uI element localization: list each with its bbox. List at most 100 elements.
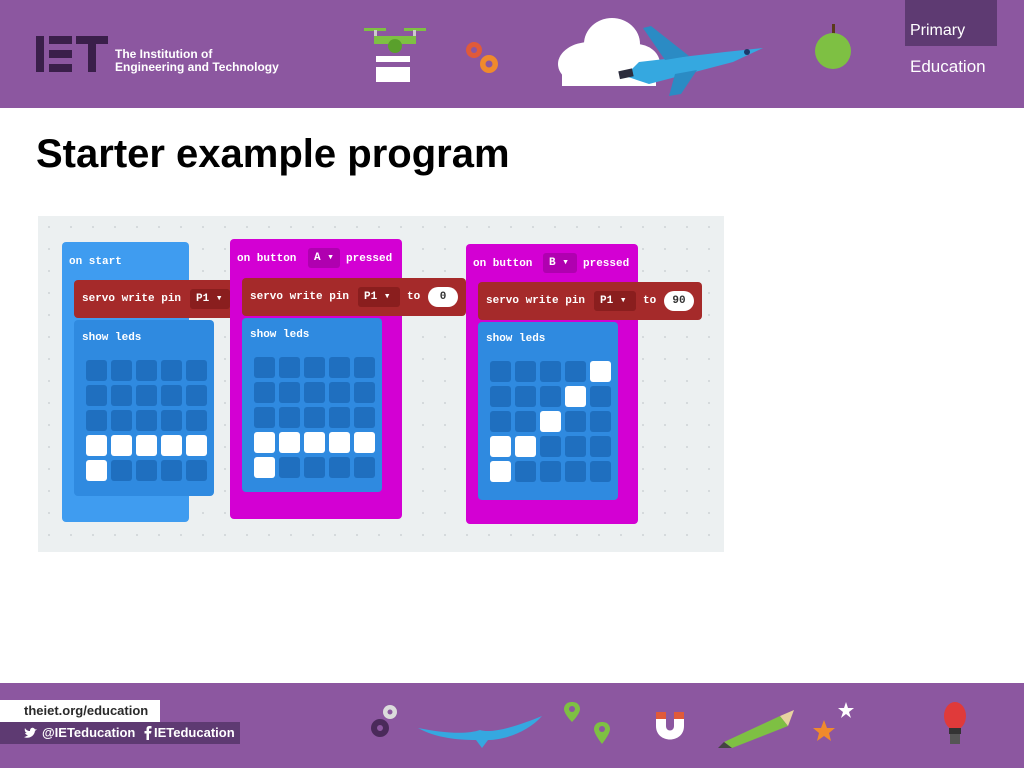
facebook-handle[interactable]: IETeducation (154, 725, 235, 740)
led-off[interactable] (540, 386, 561, 407)
led-off[interactable] (515, 411, 536, 432)
led-off[interactable] (254, 407, 275, 428)
led-grid[interactable] (490, 361, 611, 482)
led-on[interactable] (86, 435, 107, 456)
led-on[interactable] (565, 386, 586, 407)
led-off[interactable] (304, 382, 325, 403)
led-off[interactable] (254, 357, 275, 378)
led-off[interactable] (279, 457, 300, 478)
led-off[interactable] (329, 457, 350, 478)
led-off[interactable] (136, 460, 157, 481)
led-on[interactable] (490, 436, 511, 457)
led-on[interactable] (254, 432, 275, 453)
led-off[interactable] (111, 360, 132, 381)
led-grid[interactable] (86, 360, 207, 481)
led-off[interactable] (354, 357, 375, 378)
led-off[interactable] (136, 385, 157, 406)
pin-dropdown[interactable]: P1 ▾ (358, 287, 400, 307)
led-off[interactable] (86, 410, 107, 431)
led-off[interactable] (136, 410, 157, 431)
led-off[interactable] (540, 461, 561, 482)
led-off[interactable] (161, 360, 182, 381)
led-on[interactable] (136, 435, 157, 456)
led-off[interactable] (515, 461, 536, 482)
led-off[interactable] (329, 382, 350, 403)
primary-label-box (905, 0, 997, 46)
led-grid[interactable] (254, 357, 375, 478)
led-off[interactable] (354, 457, 375, 478)
led-off[interactable] (490, 411, 511, 432)
led-off[interactable] (565, 436, 586, 457)
button-a-dropdown[interactable]: A ▾ (308, 248, 340, 268)
led-off[interactable] (515, 386, 536, 407)
led-off[interactable] (304, 357, 325, 378)
pin-dropdown[interactable]: P1 ▾ (190, 289, 230, 309)
led-on[interactable] (186, 435, 207, 456)
led-off[interactable] (161, 410, 182, 431)
facebook-icon[interactable] (144, 726, 152, 740)
led-on[interactable] (279, 432, 300, 453)
led-off[interactable] (279, 382, 300, 403)
website-link[interactable]: theiet.org/education (24, 703, 149, 718)
led-off[interactable] (590, 461, 611, 482)
led-off[interactable] (186, 460, 207, 481)
led-off[interactable] (490, 386, 511, 407)
code-workspace[interactable]: on start servo write pin P1 ▾ show leds … (38, 216, 724, 552)
led-on[interactable] (111, 435, 132, 456)
led-off[interactable] (540, 436, 561, 457)
led-off[interactable] (186, 385, 207, 406)
button-b-dropdown[interactable]: B ▾ (543, 253, 577, 273)
led-on[interactable] (304, 432, 325, 453)
led-off[interactable] (565, 411, 586, 432)
led-on[interactable] (540, 411, 561, 432)
led-off[interactable] (565, 461, 586, 482)
website-box[interactable]: theiet.org/education (0, 700, 160, 722)
led-off[interactable] (186, 360, 207, 381)
led-off[interactable] (136, 360, 157, 381)
led-off[interactable] (279, 357, 300, 378)
led-off[interactable] (329, 407, 350, 428)
led-off[interactable] (490, 361, 511, 382)
led-off[interactable] (515, 361, 536, 382)
led-off[interactable] (111, 385, 132, 406)
led-off[interactable] (304, 407, 325, 428)
led-off[interactable] (111, 460, 132, 481)
show-leds-label: show leds (250, 329, 310, 341)
led-on[interactable] (490, 461, 511, 482)
led-on[interactable] (354, 432, 375, 453)
led-off[interactable] (354, 382, 375, 403)
led-off[interactable] (590, 386, 611, 407)
twitter-icon[interactable] (24, 727, 38, 739)
led-on[interactable] (254, 457, 275, 478)
led-off[interactable] (86, 360, 107, 381)
led-off[interactable] (354, 407, 375, 428)
led-on[interactable] (515, 436, 536, 457)
pin-dropdown[interactable]: P1 ▾ (594, 291, 636, 311)
led-off[interactable] (279, 407, 300, 428)
led-off[interactable] (111, 410, 132, 431)
led-off[interactable] (540, 361, 561, 382)
org-line-1: The Institution of (115, 47, 213, 61)
angle-input[interactable]: 0 (428, 287, 458, 307)
led-off[interactable] (304, 457, 325, 478)
button-value: B (549, 257, 556, 269)
led-off[interactable] (161, 460, 182, 481)
led-off[interactable] (590, 436, 611, 457)
led-off[interactable] (161, 385, 182, 406)
twitter-handle[interactable]: @IETeducation (42, 725, 136, 740)
led-off[interactable] (86, 385, 107, 406)
led-off[interactable] (186, 410, 207, 431)
angle-input[interactable]: 90 (664, 291, 694, 311)
led-on[interactable] (161, 435, 182, 456)
iet-logo (36, 36, 108, 72)
pencil-icon (718, 710, 794, 748)
led-on[interactable] (329, 432, 350, 453)
led-off[interactable] (254, 382, 275, 403)
led-off[interactable] (565, 361, 586, 382)
header-band: The Institution of Engineering and Techn… (0, 0, 1024, 108)
led-on[interactable] (86, 460, 107, 481)
led-off[interactable] (590, 411, 611, 432)
led-off[interactable] (329, 357, 350, 378)
magnet-icon (656, 712, 684, 740)
led-on[interactable] (590, 361, 611, 382)
